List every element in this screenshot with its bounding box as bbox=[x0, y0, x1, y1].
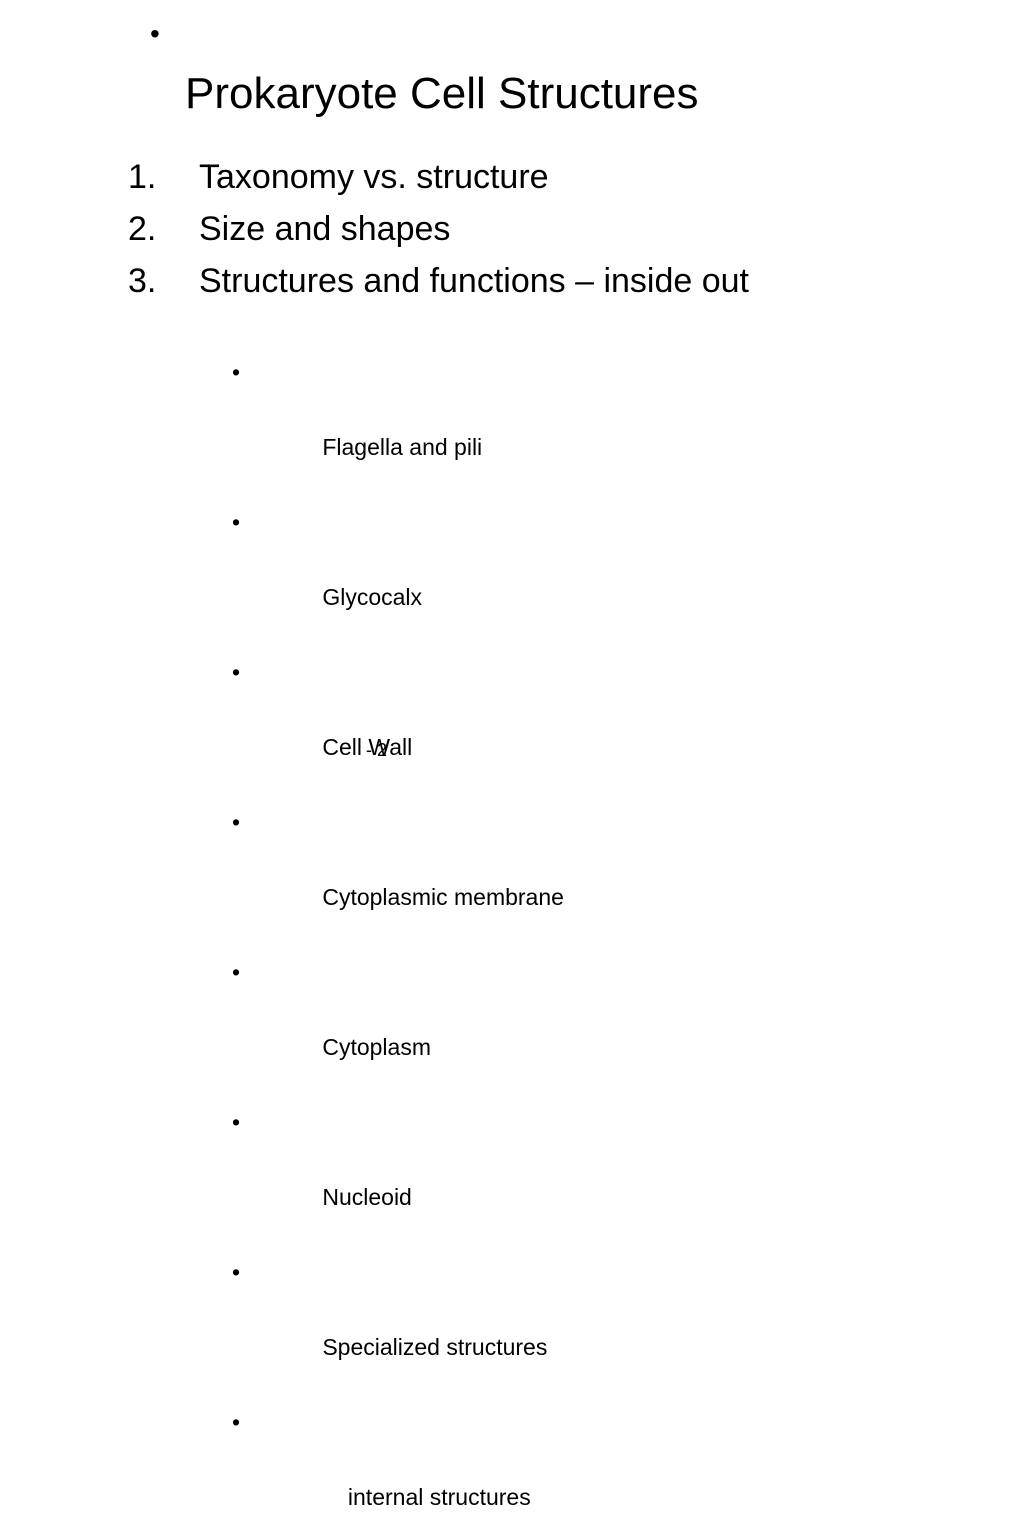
numbered-item: 2. Size and shapes bbox=[128, 209, 808, 250]
bullet-marker: • bbox=[150, 18, 160, 49]
bullet-marker: • bbox=[232, 659, 241, 685]
sub-bullet-list: • Flagella and pili • Glycocalx • Cell W… bbox=[232, 354, 564, 1536]
page-number: - 2 bbox=[366, 740, 388, 760]
sub-item-text: Cytoplasmic membrane bbox=[322, 884, 564, 910]
sub-list-item: • Cytoplasm bbox=[232, 954, 564, 1104]
sub-item-text: Flagella and pili bbox=[322, 434, 483, 460]
numbered-item-text: Taxonomy vs. structure bbox=[199, 158, 549, 196]
slide-title: Prokaryote Cell Structures bbox=[185, 69, 699, 118]
sub-item-text: internal structures bbox=[322, 1484, 531, 1510]
sub-list-item: • Cell Wall bbox=[232, 654, 564, 804]
sub-list-item: • Glycocalx bbox=[232, 504, 564, 654]
bullet-marker: • bbox=[232, 809, 241, 835]
sub-item-text: Cell Wall bbox=[322, 734, 413, 760]
numbered-item-text: Size and shapes bbox=[199, 210, 451, 248]
bullet-marker: • bbox=[232, 1259, 241, 1285]
bullet-marker: • bbox=[232, 959, 241, 985]
slide: • Prokaryote Cell Structures 1. Taxonomy… bbox=[128, 18, 808, 1510]
numbered-item: 3. Structures and functions – inside out bbox=[128, 261, 808, 302]
sub-item-text: Specialized structures bbox=[322, 1334, 548, 1360]
bullet-marker: • bbox=[232, 509, 241, 535]
bullet-marker: • bbox=[232, 1109, 241, 1135]
sub-list-item: • Flagella and pili bbox=[232, 354, 564, 504]
sub-item-text: Nucleoid bbox=[322, 1184, 412, 1210]
bullet-marker: • bbox=[232, 359, 241, 385]
list-number: 3. bbox=[128, 262, 157, 300]
bullet-marker: • bbox=[232, 1409, 241, 1435]
sub-item-text: Cytoplasm bbox=[322, 1034, 431, 1060]
numbered-list: 1. Taxonomy vs. structure 2. Size and sh… bbox=[128, 157, 808, 313]
sub-list-item: • Nucleoid bbox=[232, 1104, 564, 1254]
list-number: 2. bbox=[128, 210, 157, 248]
list-number: 1. bbox=[128, 158, 157, 196]
numbered-item: 1. Taxonomy vs. structure bbox=[128, 157, 808, 198]
numbered-item-text: Structures and functions – inside out bbox=[199, 262, 749, 300]
sub-list-item: • Specialized structures bbox=[232, 1254, 564, 1404]
sub-list-item: • internal structures bbox=[232, 1404, 564, 1536]
sub-list-item: • Cytoplasmic membrane bbox=[232, 804, 564, 954]
sub-item-text: Glycocalx bbox=[322, 584, 423, 610]
